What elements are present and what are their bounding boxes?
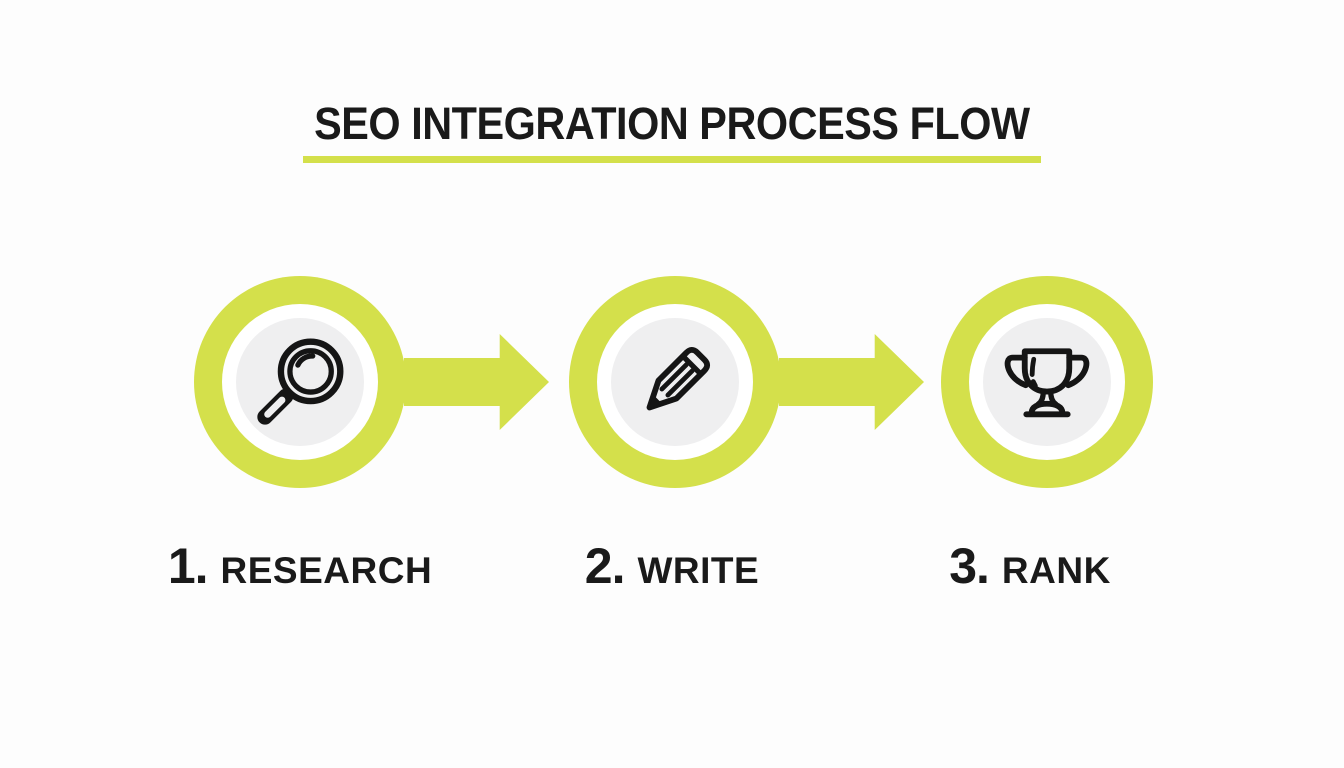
- page-title: SEO INTEGRATION PROCESS FLOW: [314, 98, 1030, 149]
- step-number: 3.: [949, 538, 990, 594]
- icon-background-disc: [236, 318, 364, 446]
- step-circle-research: [194, 276, 406, 488]
- step-name: WRITE: [637, 550, 760, 591]
- icon-background-disc: [611, 318, 739, 446]
- step-label-rank: 3. RANK: [870, 537, 1190, 595]
- step-label-research: 1. RESEARCH: [140, 537, 460, 595]
- circle-inner-ring: [969, 304, 1125, 460]
- step-label-write: 2. WRITE: [512, 537, 832, 595]
- step-name: RESEARCH: [220, 550, 433, 591]
- flow-arrow-right-icon: [779, 334, 924, 430]
- step-name: RANK: [1001, 550, 1111, 591]
- step-number: 1.: [167, 538, 209, 594]
- magnifier-icon: [257, 338, 344, 425]
- header: SEO INTEGRATION PROCESS FLOW: [0, 101, 1344, 163]
- pencil-icon: [646, 346, 711, 411]
- step-number: 2.: [584, 538, 626, 594]
- trophy-icon: [1004, 348, 1090, 418]
- circle-inner-ring: [597, 304, 753, 460]
- title-underline: [303, 156, 1041, 163]
- icon-background-disc: [983, 318, 1111, 446]
- step-circle-rank: [941, 276, 1153, 488]
- step-circle-write: [569, 276, 781, 488]
- circle-inner-ring: [222, 304, 378, 460]
- flow-arrow-right-icon: [404, 334, 549, 430]
